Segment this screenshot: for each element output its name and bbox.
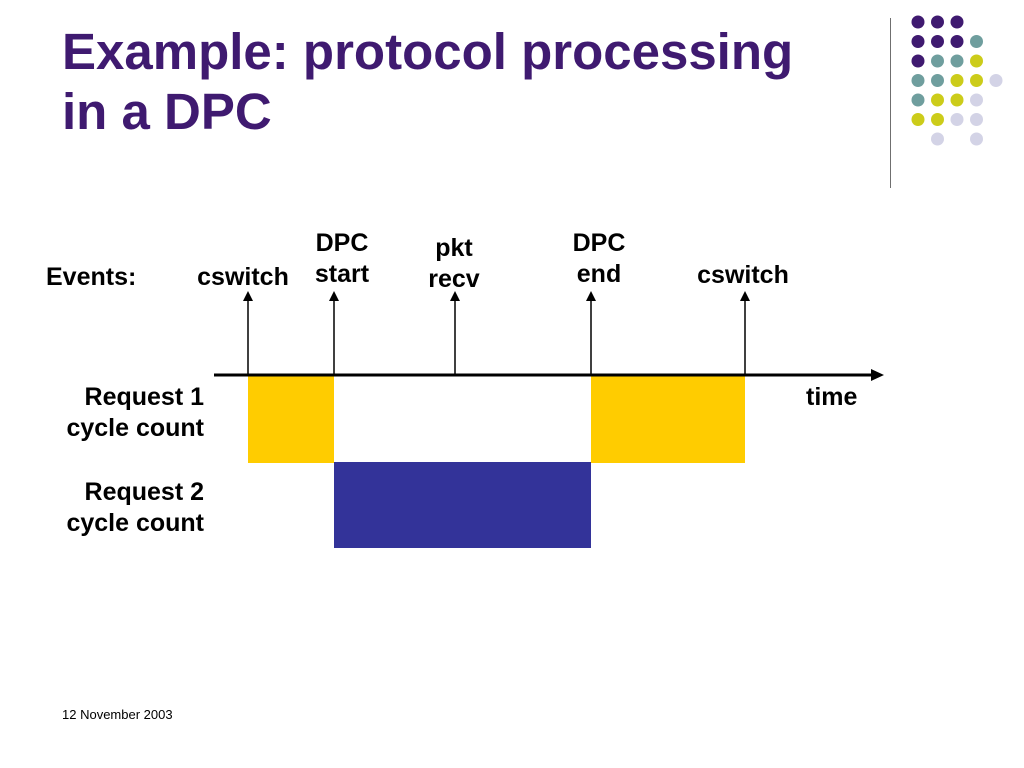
decorative-dot (931, 113, 944, 126)
decorative-dot (970, 35, 983, 48)
decorative-dot-grid (911, 15, 1003, 146)
events-label: Events: (46, 263, 137, 291)
decorative-dot (970, 132, 983, 146)
decorative-dot (911, 113, 925, 126)
decorative-dot (911, 93, 925, 107)
decorative-dot (970, 93, 983, 107)
event-label-cswitch-2: cswitch (697, 261, 789, 289)
event-label-cswitch-1: cswitch (197, 263, 289, 291)
decorative-dot (931, 74, 944, 87)
decorative-dot (931, 132, 944, 146)
event-label-dpc-start: DPC start (314, 229, 370, 288)
footer-date: 12 November 2003 (62, 707, 173, 722)
decorative-dot (931, 15, 944, 29)
event-label-pkt-recv: pkt recv (428, 234, 480, 293)
decorative-dot (950, 74, 964, 87)
decorative-dot (931, 35, 944, 48)
slide-title: Example: protocol processing in a DPC (62, 22, 882, 142)
decorative-dot (931, 93, 944, 107)
decorative-dot (911, 54, 925, 68)
title-divider-line (890, 18, 891, 188)
decorative-dot (970, 74, 983, 87)
decorative-dot (950, 35, 964, 48)
decorative-dot (950, 54, 964, 68)
decorative-dot (950, 113, 964, 126)
event-label-dpc-end: DPC end (572, 229, 626, 288)
decorative-dot (911, 15, 925, 29)
request-2-segment (334, 462, 591, 548)
decorative-dot (931, 54, 944, 68)
decorative-dot (989, 74, 1003, 87)
request-1-segment-b (591, 375, 745, 463)
decorative-dot (911, 74, 925, 87)
request-1-segment-a (248, 375, 334, 463)
time-axis-arrowhead (871, 369, 884, 381)
decorative-dot (950, 15, 964, 29)
slide-title-line-2: in a DPC (62, 83, 272, 140)
row-label-request-2: Request 2 cycle count (66, 478, 204, 537)
slide-title-line-1: Example: protocol processing (62, 23, 794, 80)
decorative-dot (950, 93, 964, 107)
decorative-dot (911, 35, 925, 48)
decorative-dot (970, 113, 983, 126)
time-axis-label: time (806, 383, 858, 411)
decorative-dot (970, 54, 983, 68)
row-label-request-1: Request 1 cycle count (66, 383, 204, 442)
